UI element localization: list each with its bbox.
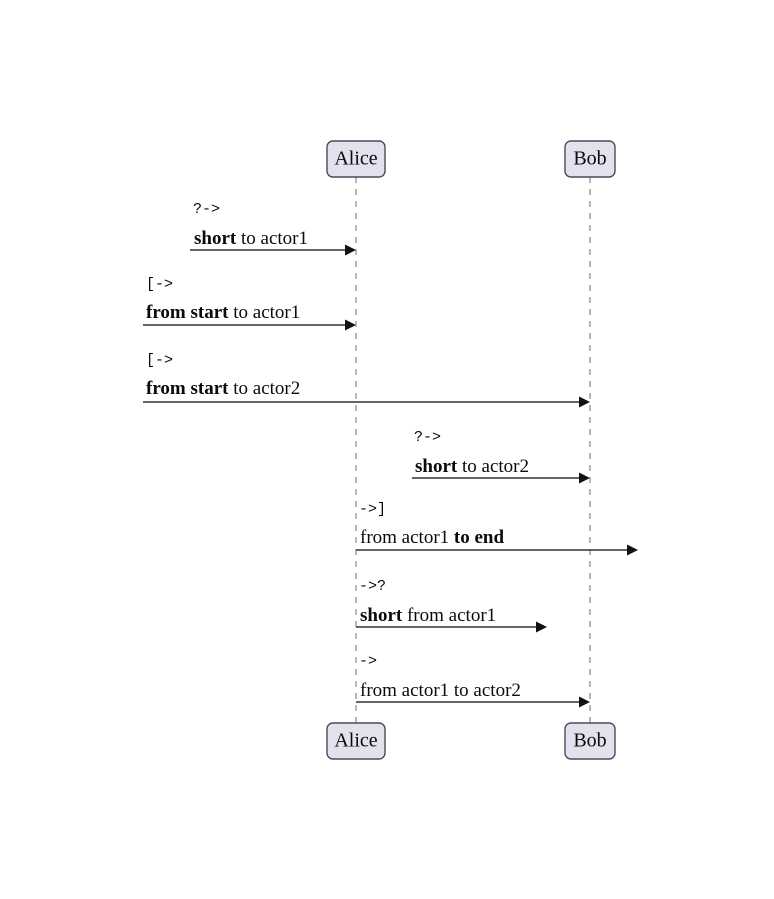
- message-4[interactable]: ?-> short to actor2: [412, 429, 590, 484]
- message-syntax-label: ->]: [359, 501, 386, 518]
- message-description-label: short to actor2: [415, 456, 529, 477]
- actor-box-shape: [326, 140, 386, 178]
- message-description-label: from actor1 to actor2: [360, 680, 521, 701]
- actor-box-shape: [326, 722, 386, 760]
- actor-box-actor1-top[interactable]: Alice: [326, 140, 386, 178]
- actor-name-label: Alice: [334, 148, 377, 170]
- message-arrow-head: [579, 696, 590, 708]
- actor-box-actor1-bottom[interactable]: Alice: [326, 722, 386, 760]
- message-syntax-label: ?->: [193, 201, 220, 218]
- message-arrow-head: [627, 544, 638, 556]
- message-6[interactable]: ->? short from actor1: [356, 578, 547, 633]
- actor-name-label: Alice: [334, 730, 377, 752]
- message-3[interactable]: [-> from start to actor2: [143, 352, 590, 408]
- message-syntax-label: [->: [146, 276, 173, 293]
- message-syntax-label: ->: [359, 653, 377, 670]
- message-2[interactable]: [-> from start to actor1: [143, 276, 356, 331]
- message-description-label: from start to actor2: [146, 378, 300, 399]
- message-arrow-head: [579, 396, 590, 408]
- actor-name-label: Bob: [573, 730, 606, 752]
- message-syntax-label: ->?: [359, 578, 386, 595]
- actor-box-actor2-top[interactable]: Bob: [564, 140, 616, 178]
- message-arrow-head: [579, 472, 590, 484]
- message-syntax-label: [->: [146, 352, 173, 369]
- message-syntax-label: ?->: [414, 429, 441, 446]
- message-7[interactable]: -> from actor1 to actor2: [356, 653, 590, 708]
- message-5[interactable]: ->] from actor1 to end: [356, 501, 638, 556]
- message-description-label: short to actor1: [194, 228, 308, 249]
- actor-box-actor2-bottom[interactable]: Bob: [564, 722, 616, 760]
- message-arrow-head: [345, 319, 356, 331]
- message-1[interactable]: ?-> short to actor1: [190, 201, 356, 256]
- message-description-label: short from actor1: [360, 605, 496, 626]
- actor-name-label: Bob: [573, 148, 606, 170]
- actor-box-shape: [564, 140, 616, 178]
- message-arrow-head: [345, 244, 356, 256]
- message-arrow-head: [536, 621, 547, 633]
- message-description-label: from actor1 to end: [360, 527, 504, 548]
- message-description-label: from start to actor1: [146, 302, 300, 323]
- actor-box-shape: [564, 722, 616, 760]
